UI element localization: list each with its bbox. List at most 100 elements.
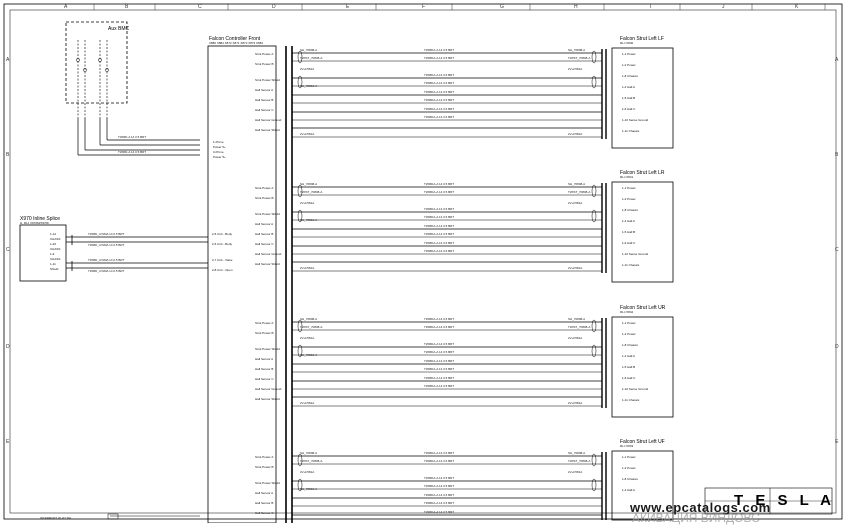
wire-code: SH_70810-A: [300, 487, 318, 491]
wire-code: 2V+F581A: [568, 201, 583, 205]
wire-code: TWMDA-A 14 0.5 BRT: [424, 249, 455, 253]
strut-pin: 1-8 Chassis: [622, 74, 638, 78]
controller-pin-label: Hall Sensor Ground: [255, 118, 282, 122]
controller-power-pin: 1-Prime: [213, 140, 224, 144]
strut-title: Falcon Strut Left UR: [620, 305, 666, 311]
wire-code: TWIST_70808-A: [568, 459, 591, 463]
splice-pin: 1-11: [50, 262, 56, 266]
strut-pin: 1-2 Power: [622, 197, 636, 201]
junction: [105, 68, 109, 72]
wire-code: SH_70808-A: [300, 317, 318, 321]
wire-code: TWMDA-A 14 0.5 BRT: [424, 501, 455, 505]
wire-code: TWIST_70808-A: [568, 56, 591, 60]
controller-pin-label: Strut Power Shield: [255, 347, 280, 351]
wire-code: SH_70808-A: [568, 317, 586, 321]
wire-code: TWIST_70808-A: [568, 325, 591, 329]
controller-power-pin: Power 5+: [213, 145, 226, 149]
controller-pin-label: Strut Power B: [255, 62, 274, 66]
strut-box: [611, 181, 674, 283]
wire-code: TWMDA-A 14 0.5 BRT: [424, 48, 455, 52]
twisted-pair-marker: [297, 209, 303, 223]
wire-code: SH_70808-A: [300, 48, 318, 52]
wire-code: TWMDA-A 14 0.5 BRT: [424, 350, 455, 354]
wire-code: SH_70810-A: [300, 353, 318, 357]
wire-code: TWMDA-A 14 0.5 BRT: [424, 182, 455, 186]
splice-pin: 1-9: [50, 252, 55, 256]
twisted-pair-marker: [591, 319, 597, 333]
wire-code: TWMDA-A 14 0.5 BRT: [424, 359, 455, 363]
wire-code: 2V+F581A: [300, 401, 315, 405]
zone-label-right: C: [835, 247, 839, 253]
splice-pin: CHASS: [50, 247, 61, 251]
zone-label-left: A: [6, 57, 10, 63]
wire-code: 2V+F581A: [568, 401, 583, 405]
controller-pin-label: Strut Power A: [255, 52, 274, 56]
wire-code: TWMDA-A 14 0.5 BRT: [424, 325, 455, 329]
zone-label-top: H: [574, 4, 578, 10]
controller-pin-label: Hall Sensor C: [255, 242, 274, 246]
wire-code: TWMDA-A 14 0.5 BRT: [424, 232, 455, 236]
zone-label-right: A: [835, 57, 839, 63]
wire-code: TWMD_C/SMA 14 0.5 BRT: [88, 269, 125, 273]
zone-label-left: C: [6, 247, 10, 253]
strut-pin: 1-1 Power: [622, 321, 636, 325]
wire-code: TWMDA-A 14 0.5 BRT: [424, 73, 455, 77]
sheet-border: [3, 3, 843, 520]
wire-code: TWMDA-A 14 0.5 BRT: [424, 115, 455, 119]
wire-code: TWMDA-A 14 0.5 BRT: [424, 342, 455, 346]
twisted-pair-marker: [297, 319, 303, 333]
zone-label-top: C: [198, 4, 202, 10]
controller-pin-label: Strut Power B: [255, 465, 274, 469]
wire-code: TWIST_70808-A: [300, 190, 323, 194]
splice-box: [19, 224, 67, 282]
controller-pin-label: Hall Sensor B: [255, 232, 274, 236]
controller-pin-label: Strut Power Shield: [255, 78, 280, 82]
strut-pin: 1-6 Hall C: [622, 376, 636, 380]
wire-code: SH_70808-A: [568, 48, 586, 52]
wire-code: TWMDA-A 14 0.5 BRT: [424, 476, 455, 480]
strut-pin: 1-10 Sense Ground: [622, 118, 649, 122]
zone-label-left: B: [6, 152, 10, 158]
wire-code: TWMDA-A 14 0.5 BRT: [424, 367, 455, 371]
strut-box: [611, 316, 674, 418]
wire-code: SH_70810-A: [300, 84, 318, 88]
strut-pin: 1-6 Hall C: [622, 241, 636, 245]
wire-code: TWMDA-A 14 0.5 BRT: [424, 56, 455, 60]
wire-code: TWMDA-A 14 0.5 BRT: [424, 90, 455, 94]
zone-label-top: G: [500, 4, 504, 10]
controller-splice-pin: 2-8 Unit - Open: [212, 268, 233, 272]
wire-code: TWMD_C/SMA 14 0.5 BRT: [88, 243, 125, 247]
strut-pin: 1-11 Chassis: [622, 263, 640, 267]
controller-pin-label: Strut Power B: [255, 196, 274, 200]
controller-power-pin: 3-Prime: [213, 150, 224, 154]
strut-pin: 1-11 Chassis: [622, 129, 640, 133]
controller-pin-label: Hall Sensor C: [255, 377, 274, 381]
zone-label-top: J: [722, 4, 725, 10]
wire-code: TWMDA-A 14 0.5 BRT: [424, 224, 455, 228]
controller-power-pin: Power 5+: [213, 155, 226, 159]
strut-pin: 1-1 Power: [622, 455, 636, 459]
wire-code: 2V+F581A: [300, 67, 315, 71]
wire-code: 2V+F581A: [568, 336, 583, 340]
strut-pin: 1-2 Power: [622, 63, 636, 67]
twisted-pair-marker: [297, 453, 303, 467]
strut-subtitle: RLJ X842: [620, 310, 634, 314]
wire-code: SH_70808-A: [568, 451, 586, 455]
twisted-pair-marker: [297, 75, 303, 89]
controller-pin-label: Strut Power Shield: [255, 212, 280, 216]
controller-pin-label: Hall Sensor B: [255, 367, 274, 371]
strut-pin: 1-6 Hall C: [622, 107, 636, 111]
junction: [98, 58, 102, 62]
zone-label-right: D: [835, 344, 839, 350]
zone-label-left: D: [6, 344, 10, 350]
wire-code: TWMDA-A 14 0.5 BRT: [424, 459, 455, 463]
strut-pin: 1-8 Chassis: [622, 477, 638, 481]
twisted-pair-marker: [591, 453, 597, 467]
controller-connectors: X880 X884 X872 X871 X872 X873 X881: [209, 41, 264, 45]
bottom-wire-code: INTERRUPT IN I/O TEL: [40, 516, 73, 520]
wire-code: TWMDA-A 14 0.5 BRT: [424, 493, 455, 497]
strut-pin: 1-5 Hall B: [622, 230, 636, 234]
controller-box: [207, 45, 277, 523]
twisted-pair-marker: [297, 344, 303, 358]
